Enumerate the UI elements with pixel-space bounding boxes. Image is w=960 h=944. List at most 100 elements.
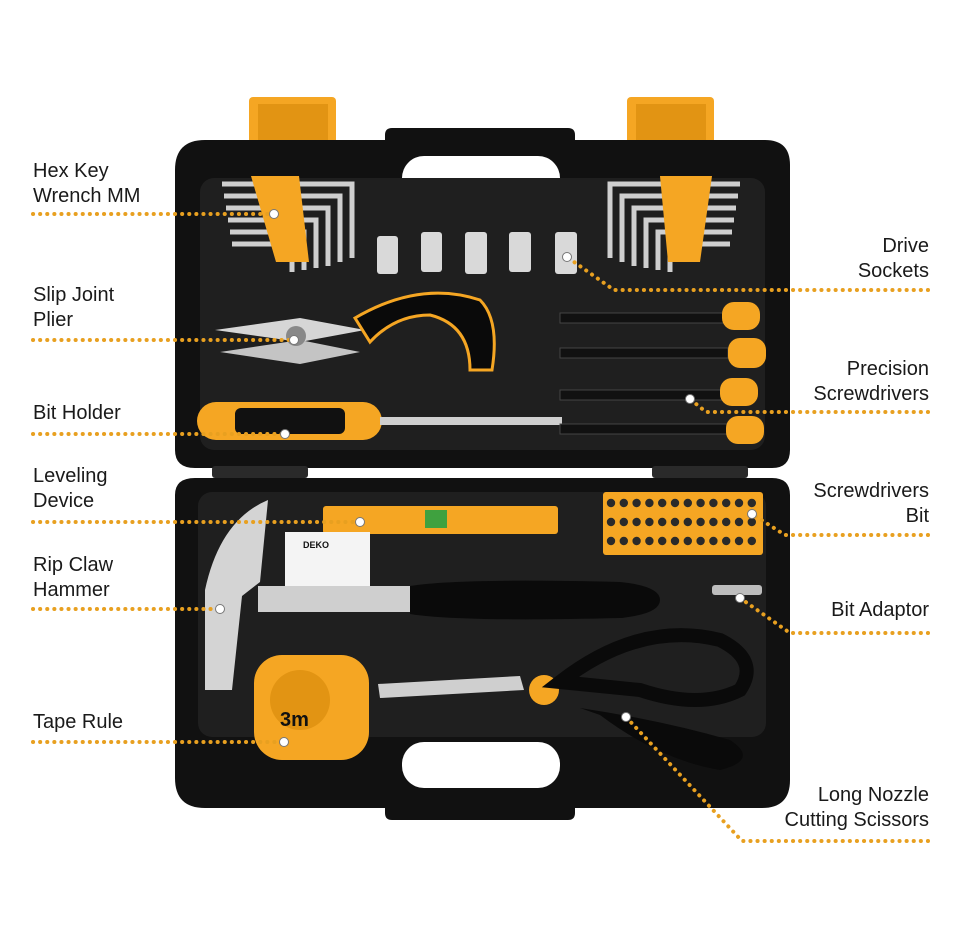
brand-sticker-text: DEKO — [303, 540, 329, 550]
leader-line-drive-sockets — [565, 255, 930, 292]
bit-slot — [645, 517, 654, 527]
bit-slot — [619, 498, 628, 508]
screwdriver-bit-set — [603, 492, 763, 555]
callout-tape-rule: Tape Rule — [33, 710, 123, 735]
leader-dot-precision-screwdrivers — [685, 394, 695, 404]
rip-claw-hammer — [205, 500, 660, 690]
bit-slot — [722, 517, 731, 527]
bit-slot — [632, 498, 641, 508]
leader-line-precision-screwdrivers — [688, 397, 930, 414]
callout-plier-line-1: Slip Joint — [33, 284, 115, 306]
tape-rule: 3m — [254, 655, 369, 760]
bit-slot — [683, 517, 692, 527]
callout-precision-line-2: Screwdrivers — [813, 383, 929, 405]
bit-slot — [734, 517, 744, 527]
bit-slot — [645, 498, 654, 508]
leader-dot-hex-key — [269, 209, 279, 219]
callout-plier-line-2: Plier — [33, 309, 74, 331]
bit-slot — [658, 517, 667, 527]
bit-slot — [696, 536, 705, 546]
tape-length-text: 3m — [280, 709, 309, 731]
callout-sockets-line-2: Sockets — [857, 260, 929, 282]
leveling-device — [323, 506, 558, 534]
bit-slot — [670, 536, 680, 546]
callout-rip-claw-hammer: Rip Claw Hammer — [33, 553, 113, 603]
bit-slot — [696, 498, 705, 508]
callout-precision-line-1: Precision — [846, 358, 929, 380]
callout-hammer-line-2: Hammer — [33, 579, 110, 601]
callout-leaders — [31, 209, 930, 843]
long-nozzle-scissors — [378, 628, 754, 770]
leader-line-bit-adaptor — [738, 596, 930, 635]
callout-screwdrivers-bit: Screwdrivers Bit — [813, 479, 929, 529]
bit-slot — [619, 517, 628, 527]
callout-bit-line-1: Screwdrivers — [813, 480, 929, 502]
bit-slot — [670, 498, 680, 508]
case-lid — [175, 97, 790, 468]
callout-precision-screwdrivers: Precision Screwdrivers — [813, 357, 929, 407]
callout-level-line-1: Leveling — [33, 465, 108, 487]
bit-slot — [747, 498, 756, 508]
bit-slot — [722, 498, 731, 508]
bit-slot — [658, 536, 667, 546]
bit-adaptor — [712, 585, 762, 595]
leader-line-long-nozzle-scissors — [624, 715, 930, 843]
bit-holder-screwdriver — [197, 402, 562, 440]
callout-adaptor-line-1: Bit Adaptor — [831, 599, 929, 621]
bit-slot — [632, 517, 641, 527]
bit-slot — [709, 498, 718, 508]
bit-slot — [722, 536, 731, 546]
leader-dot-screwdrivers-bit — [747, 509, 757, 519]
callout-hex-key-line-1: Hex Key — [33, 160, 109, 182]
callout-hex-key: Hex Key Wrench MM — [33, 159, 140, 209]
bit-slot — [683, 536, 692, 546]
callout-bit-line-2: Bit — [905, 505, 929, 527]
bit-slot — [709, 517, 718, 527]
callout-tape-line-1: Tape Rule — [33, 711, 124, 733]
leader-dot-leveling-device — [355, 517, 365, 527]
callout-bit-holder: Bit Holder — [33, 401, 121, 426]
bit-slot — [734, 498, 744, 508]
callout-scissors-line-1: Long Nozzle — [817, 784, 929, 806]
leader-dot-rip-claw-hammer — [215, 604, 225, 614]
bit-slot — [606, 517, 616, 527]
leader-dot-long-nozzle-scissors — [621, 712, 631, 722]
callout-drive-sockets: Drive Sockets — [858, 234, 929, 284]
callout-level-line-2: Device — [33, 490, 95, 512]
callout-sockets-line-1: Drive — [882, 235, 929, 257]
leader-line-screwdrivers-bit — [750, 512, 930, 537]
bit-slot — [747, 536, 756, 546]
bit-slot — [683, 498, 692, 508]
leader-dot-slip-joint-plier — [289, 335, 299, 345]
leader-dot-drive-sockets — [562, 252, 572, 262]
callout-slip-joint-plier: Slip Joint Plier — [33, 283, 114, 333]
bit-slot — [619, 536, 628, 546]
callout-hammer-line-1: Rip Claw — [33, 554, 114, 576]
leader-dot-bit-holder — [280, 429, 290, 439]
bit-slot — [606, 498, 616, 508]
case-base: DEKO 3m — [175, 478, 790, 820]
brand-sticker — [285, 532, 370, 590]
bit-slot — [696, 517, 705, 527]
socket-set — [377, 232, 577, 274]
bit-slot — [632, 536, 641, 546]
callout-hex-key-line-2: Wrench MM — [33, 185, 141, 207]
bit-slot — [747, 517, 756, 527]
bit-slot — [606, 536, 616, 546]
precision-screwdriver-set — [559, 302, 766, 444]
leader-dot-bit-adaptor — [735, 593, 745, 603]
bit-slot — [645, 536, 654, 546]
callout-long-nozzle-scissors: Long Nozzle Cutting Scissors — [785, 783, 930, 833]
bit-slot — [658, 498, 667, 508]
bit-slot — [709, 536, 718, 546]
callout-bit-adaptor: Bit Adaptor — [831, 598, 929, 623]
hinge-strip — [212, 466, 748, 478]
callout-bit-holder-line-1: Bit Holder — [33, 402, 121, 424]
leader-dot-tape-rule — [279, 737, 289, 747]
callout-scissors-line-2: Cutting Scissors — [784, 809, 930, 831]
bit-slot — [734, 536, 744, 546]
callout-leveling-device: Leveling Device — [33, 464, 108, 514]
bit-slot — [670, 517, 680, 527]
